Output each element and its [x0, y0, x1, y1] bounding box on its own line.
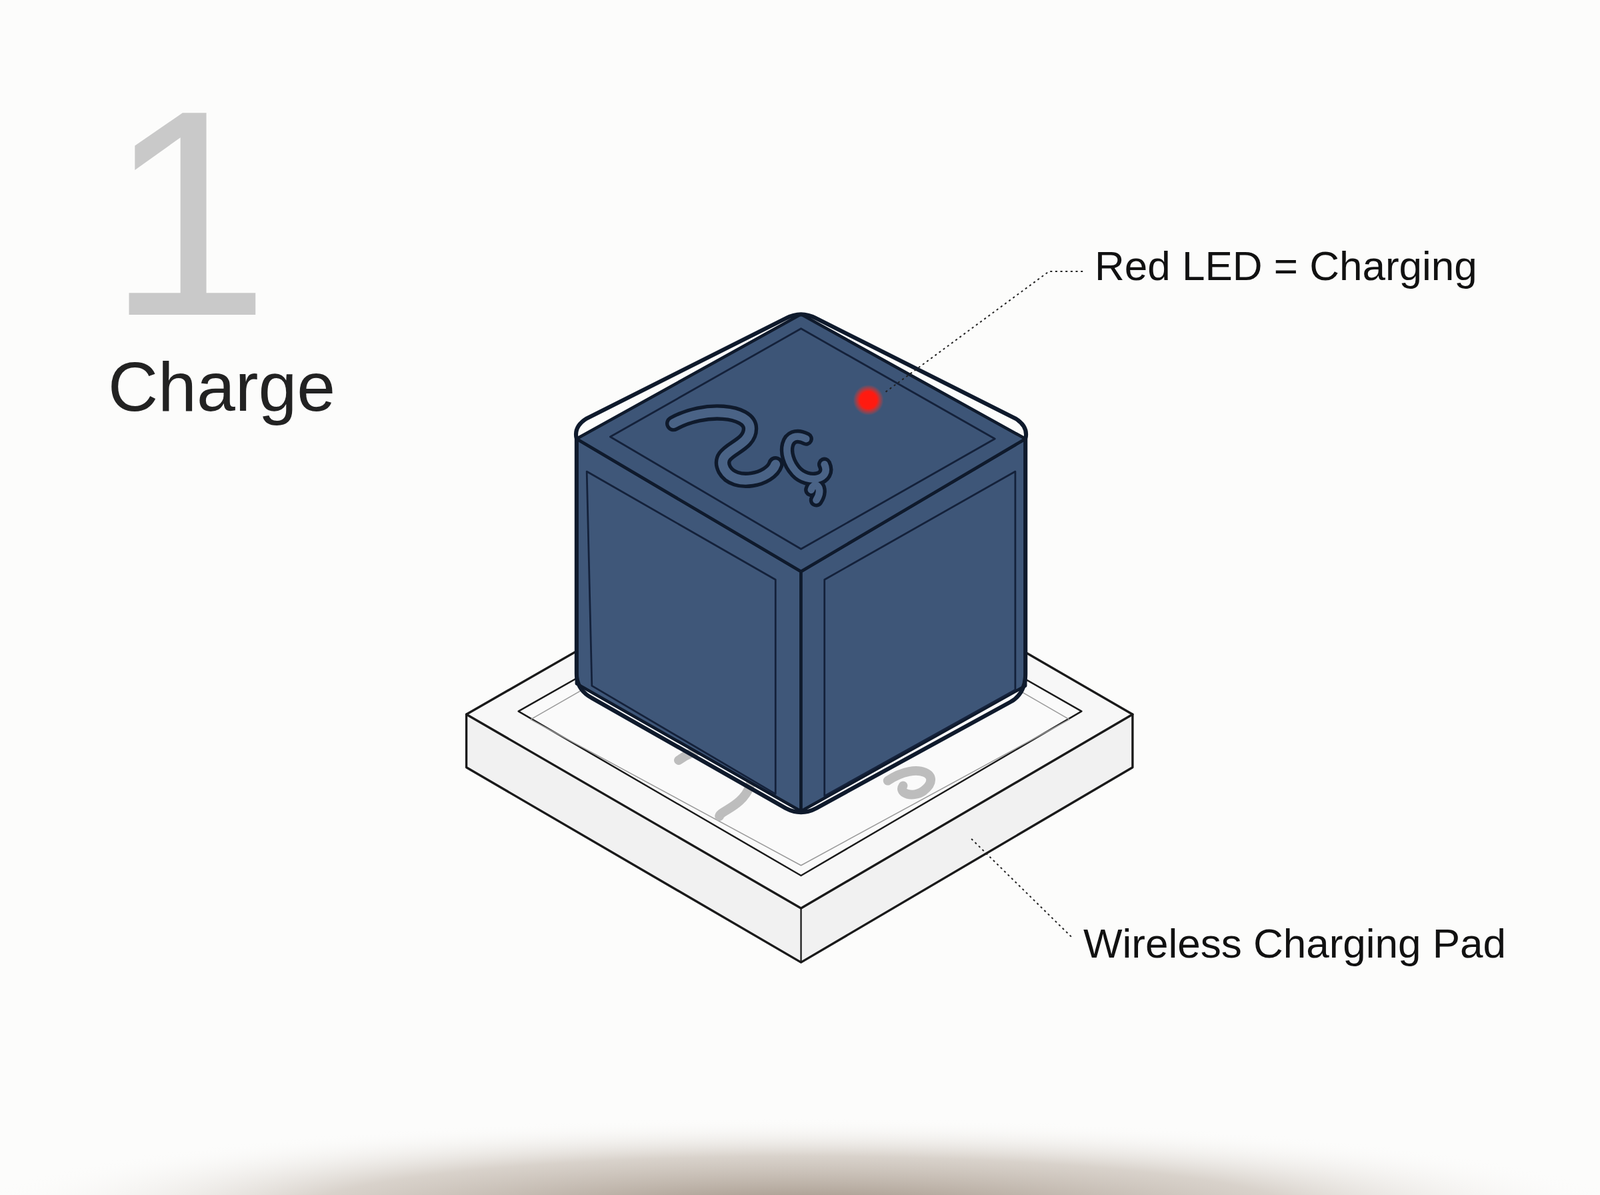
step-number: 1 — [106, 66, 270, 360]
leader-line — [886, 271, 1086, 392]
status-led-core — [861, 392, 876, 407]
status-led — [853, 384, 884, 416]
callout-label: Red LED = Charging — [1094, 245, 1478, 287]
step-title: Charge — [108, 352, 336, 422]
cube-panels — [586, 328, 1016, 796]
ground-shadow — [0, 1117, 1600, 1195]
callout-label: Wireless Charging Pad — [1083, 922, 1506, 964]
leader-line — [971, 838, 1074, 939]
cube-logo — [673, 412, 826, 500]
charger-cube — [576, 314, 1026, 812]
